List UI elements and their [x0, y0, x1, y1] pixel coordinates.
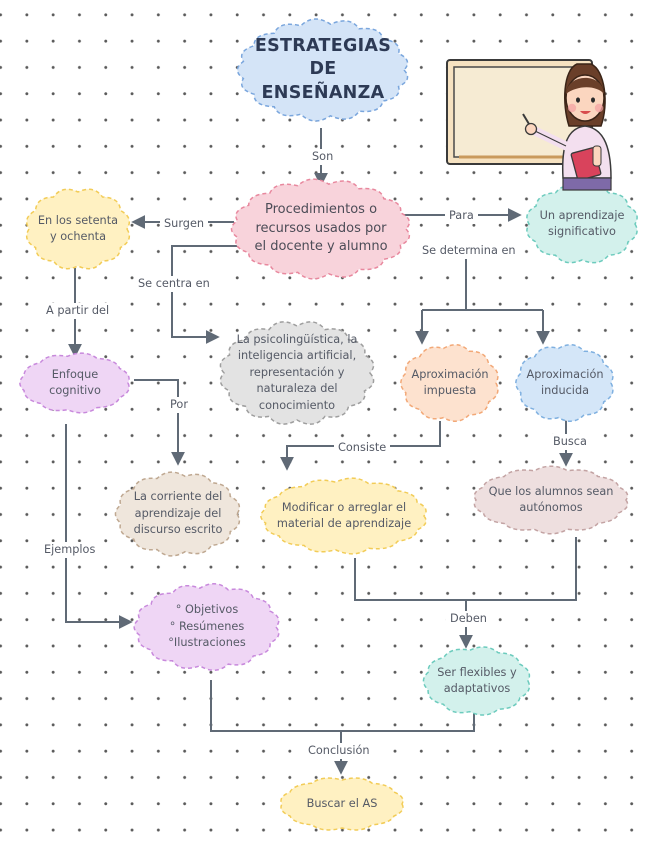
edge-objetivos-conclusion	[210, 680, 475, 732]
cloud-shape	[114, 471, 241, 557]
cloud-shape	[260, 477, 427, 555]
cloud-shape	[280, 777, 404, 831]
node-corriente-text: La corriente del aprendizaje del discurs…	[133, 490, 223, 537]
node-corriente[interactable]: La corriente del aprendizaje del discurs…	[114, 471, 241, 557]
teacher-illustration	[446, 59, 612, 191]
node-impuesta[interactable]: Aproximación impuesta	[400, 344, 500, 422]
node-modificar-text: Modificar o arreglar el material de apre…	[276, 500, 412, 530]
node-psicolinguistica-text: La psicolingüística, la inteligencia art…	[236, 333, 358, 412]
cloud-shape	[19, 352, 130, 414]
cloud-shape	[236, 18, 409, 122]
label-se-determina-en: Se determina en	[418, 243, 520, 260]
node-psicolinguistica[interactable]: La psicolingüística, la inteligencia art…	[219, 321, 375, 425]
label-consiste: Consiste	[334, 440, 391, 457]
label-deben: Deben	[446, 611, 491, 628]
cloud-shape	[25, 188, 131, 270]
label-se-centra-en: Se centra en	[134, 276, 214, 293]
node-procedimientos[interactable]: Procedimientos o recursos usados por el …	[230, 178, 411, 280]
node-title-text: ESTRATEGIAS DE ENSEÑANZA	[254, 35, 392, 103]
node-setenta-text: En los setenta y ochenta	[37, 213, 119, 243]
node-enfoque[interactable]: Enfoque cognitivo	[18, 352, 132, 414]
node-inducida[interactable]: Aproximación inducida	[515, 344, 615, 422]
node-buscar-text: Buscar el AS	[306, 796, 378, 810]
node-modificar[interactable]: Modificar o arreglar el material de apre…	[260, 477, 428, 555]
cloud-shape	[422, 646, 531, 716]
cloud-shape	[526, 184, 638, 264]
node-objetivos-text: ° Objetivos ° Resúmenes °Ilustraciones	[168, 603, 246, 650]
label-busca: Busca	[549, 434, 591, 451]
label-ejemplos: Ejemplos	[40, 542, 100, 559]
node-setenta[interactable]: En los setenta y ochenta	[25, 188, 131, 270]
label-surgen: Surgen	[160, 216, 209, 233]
node-flexibles-text: Ser flexibles y adaptativos	[437, 665, 517, 695]
node-objetivos[interactable]: ° Objetivos ° Resúmenes °Ilustraciones	[133, 583, 280, 671]
cloud-shape	[133, 583, 280, 671]
label-para: Para	[445, 208, 478, 225]
node-inducida-text: Aproximación inducida	[526, 367, 604, 397]
label-son: Son	[308, 149, 338, 166]
cloud-shape	[515, 344, 614, 422]
cloud-shape	[400, 344, 499, 422]
node-flexibles[interactable]: Ser flexibles y adaptativos	[422, 646, 532, 716]
node-enfoque-text: Enfoque cognitivo	[49, 367, 101, 397]
node-buscar[interactable]: Buscar el AS	[278, 776, 406, 832]
edge-enfoque-objetivos	[65, 424, 133, 629]
node-aprendizaje[interactable]: Un aprendizaje significativo	[525, 184, 639, 264]
cloud-shape	[473, 465, 629, 535]
cloud-shape	[219, 321, 375, 425]
node-aprendizaje-text: Un aprendizaje significativo	[539, 208, 625, 238]
cloud-shape	[230, 178, 411, 280]
node-title[interactable]: ESTRATEGIAS DE ENSEÑANZA	[236, 18, 409, 122]
node-autonomos[interactable]: Que los alumnos sean autónomos	[472, 465, 630, 535]
edge-enfoque-corriente	[134, 379, 185, 466]
label-a-partir-del: A partir del	[42, 303, 114, 320]
node-autonomos-text: Que los alumnos sean autónomos	[488, 484, 614, 514]
label-por: Por	[166, 397, 192, 414]
node-impuesta-text: Aproximación impuesta	[411, 367, 489, 397]
label-conclusion: Conclusión	[304, 743, 374, 760]
node-procedimientos-text: Procedimientos o recursos usados por el …	[254, 201, 388, 255]
